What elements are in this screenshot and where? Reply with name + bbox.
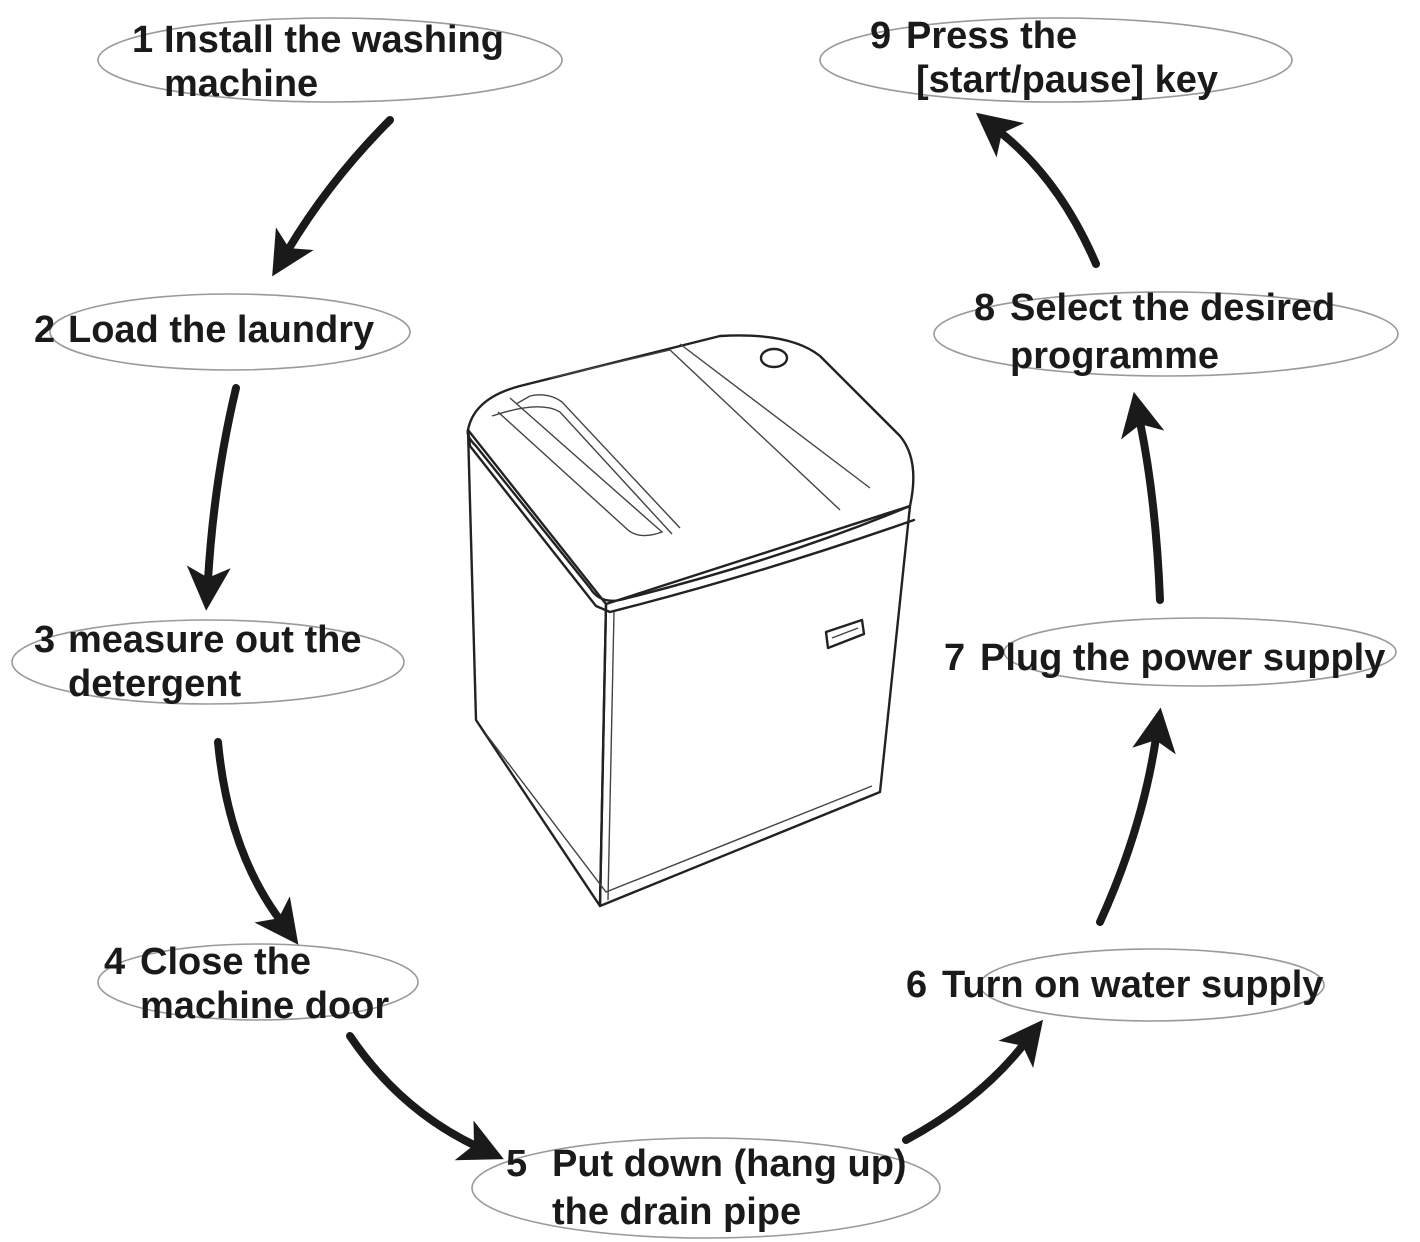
step-8-line-2: programme xyxy=(1010,335,1219,377)
washing-machine-icon xyxy=(466,334,916,908)
step-9-line-1: Press the xyxy=(906,15,1077,57)
step-4-label: 4 Close the machine door xyxy=(104,941,389,1027)
arrow-8-to-9-icon xyxy=(975,112,1100,268)
step-3-line-1: measure out the xyxy=(68,619,362,661)
step-1-line-1: Install the washing xyxy=(164,19,504,61)
step-3-label: 3 measure out the detergent xyxy=(34,619,372,705)
machine-left-side xyxy=(466,428,608,908)
step-4-line-1: Close the xyxy=(140,941,311,983)
arrow-2-to-3-icon xyxy=(186,384,240,611)
step-2-bubble xyxy=(49,293,411,371)
machine-front-edge xyxy=(607,611,615,901)
arrow-5-to-6-icon xyxy=(902,1019,1044,1144)
step-5-line-2: the drain pipe xyxy=(552,1191,801,1233)
step-labels: 1 Install the washing machine 2 Load the… xyxy=(34,15,1385,1233)
step-8-label: 8 Select the desired programme xyxy=(974,287,1346,377)
step-8-bubble xyxy=(933,291,1399,377)
step-8-line-1: Select the desired xyxy=(1010,287,1335,329)
step-5-bubble xyxy=(471,1137,941,1239)
step-1-bubble xyxy=(97,17,563,103)
step-2-label: 2 Load the laundry xyxy=(34,309,374,351)
machine-front-face xyxy=(598,504,912,908)
step-5-label: 5 Put down (hang up) the drain pipe xyxy=(506,1143,917,1233)
step-1-number: 1 xyxy=(132,19,153,61)
machine-lid-knob xyxy=(759,347,789,369)
step-4-number: 4 xyxy=(104,941,125,983)
step-2-number: 2 xyxy=(34,309,55,351)
step-1-line-2: machine xyxy=(164,63,318,105)
step-9-bubble xyxy=(819,17,1293,103)
step-9-number: 9 xyxy=(870,15,891,57)
step-9-label: 9 Press the [start/pause] key xyxy=(870,15,1218,101)
machine-lid-outline xyxy=(466,334,915,602)
arrow-4-to-5-icon xyxy=(346,1032,504,1161)
step-4-line-2: machine door xyxy=(140,985,389,1027)
machine-lid-seam-2 xyxy=(515,394,681,529)
arrow-3-to-4-icon xyxy=(214,738,299,945)
arrow-1-to-2-icon xyxy=(272,116,394,277)
step-5-line-1: Put down (hang up) xyxy=(552,1143,907,1185)
step-6-bubble xyxy=(979,948,1325,1022)
arrow-7-to-8-icon xyxy=(1121,391,1165,604)
step-6-line-1: Turn on water supply xyxy=(942,964,1323,1006)
step-7-label: 7 Plug the power supply xyxy=(944,637,1385,679)
arrow-6-to-7-icon xyxy=(1096,707,1176,926)
step-3-number: 3 xyxy=(34,619,55,661)
step-3-bubble xyxy=(11,619,405,705)
step-6-label: 6 Turn on water supply xyxy=(906,964,1323,1006)
step-7-bubble xyxy=(1003,617,1397,687)
step-1-label: 1 Install the washing machine xyxy=(132,19,515,105)
step-bubbles xyxy=(11,17,1399,1239)
step-5-number: 5 xyxy=(506,1143,527,1185)
machine-lid-seam-3 xyxy=(549,349,841,511)
machine-lid-seam-1 xyxy=(491,406,673,535)
step-6-number: 6 xyxy=(906,964,927,1006)
step-7-line-1: Plug the power supply xyxy=(980,637,1385,679)
machine-base-trim xyxy=(485,733,873,893)
machine-side-handle xyxy=(824,618,866,650)
machine-lid-seam-4 xyxy=(679,343,871,489)
step-7-number: 7 xyxy=(944,637,965,679)
step-8-number: 8 xyxy=(974,287,995,329)
machine-lid-edge xyxy=(466,428,916,614)
step-2-line-1: Load the laundry xyxy=(68,309,374,351)
machine-side-handle-inner xyxy=(831,627,859,639)
step-arrows xyxy=(186,112,1176,1161)
step-3-line-2: detergent xyxy=(68,663,241,705)
machine-lid-window xyxy=(497,397,664,537)
step-9-line-2: [start/pause] key xyxy=(916,59,1218,101)
